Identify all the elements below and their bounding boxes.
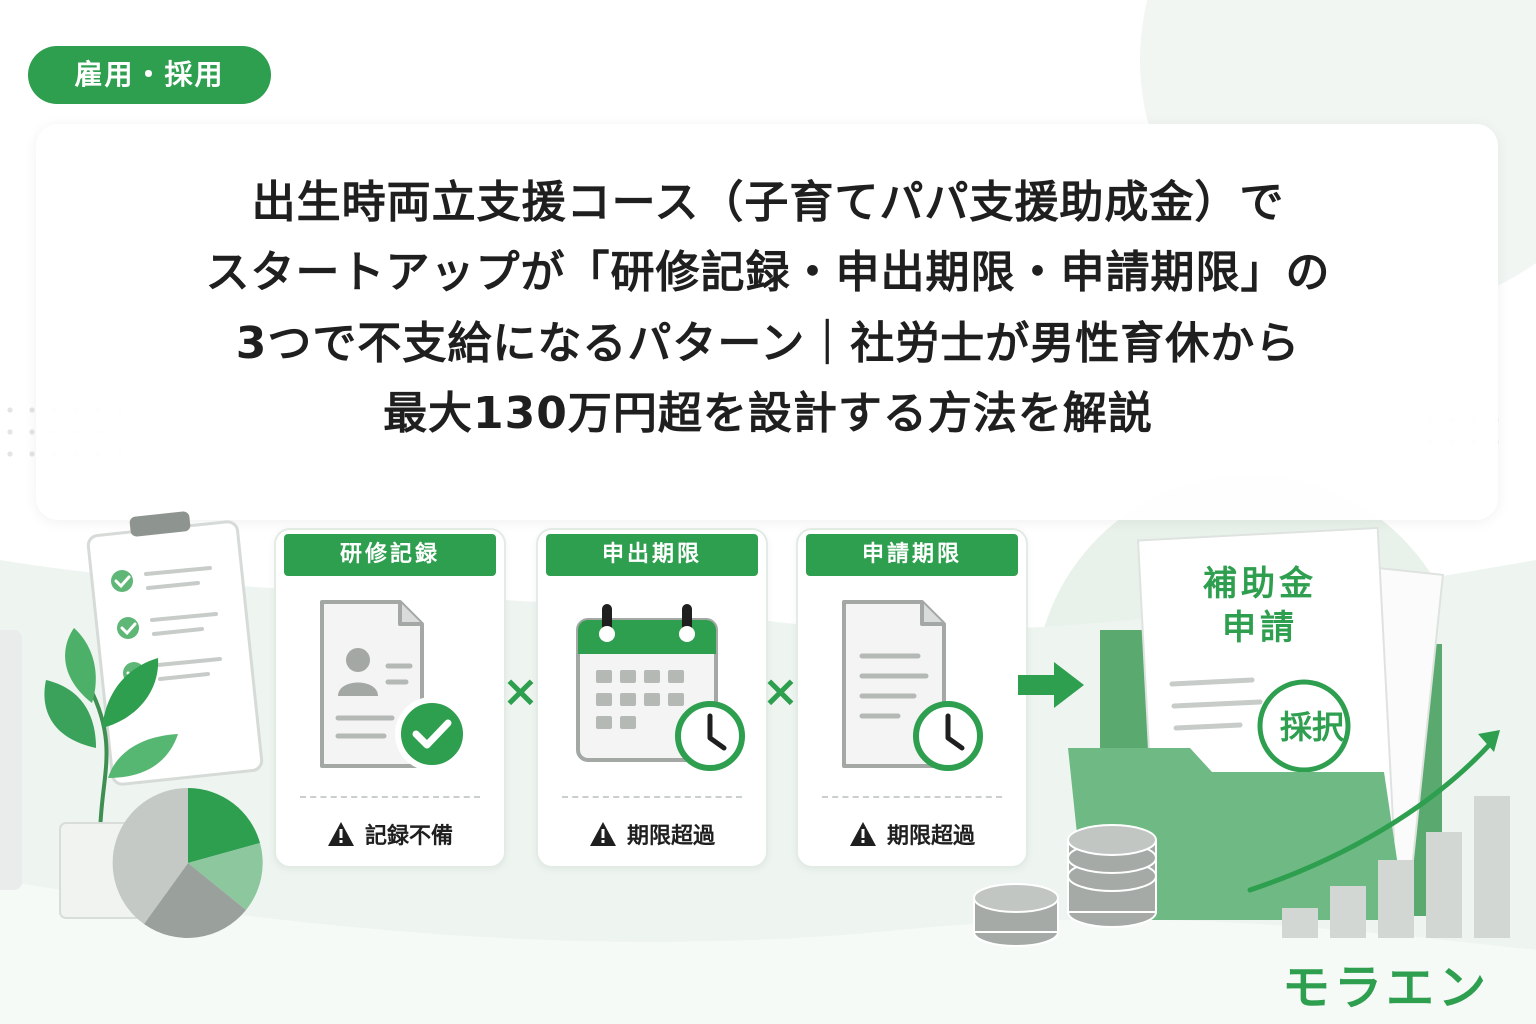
title-line-1: 出生時両立支援コース（子育てパパ支援助成金）で (251, 177, 1285, 228)
multiply-operator-2: × (762, 666, 799, 717)
subsidy-doc-title: 補助金 申請 (1180, 562, 1340, 650)
approval-stamp-text: 採択 (1279, 708, 1344, 746)
warning-icon (849, 822, 876, 846)
document-person-check-icon (320, 600, 469, 771)
card-divider (562, 796, 742, 798)
card-divider (822, 796, 1002, 798)
document-clock-icon (842, 600, 983, 771)
multiply-operator-1: × (502, 666, 539, 717)
title-line-4: 最大130万円超を設計する方法を解説 (383, 388, 1153, 440)
coins-icon (973, 824, 1157, 947)
clipboard-icon (86, 511, 264, 786)
card-header: 申出期限 (546, 534, 758, 576)
bar-chart-icon (1282, 796, 1510, 938)
clipboard-plant-pie-illustration (44, 511, 264, 938)
warning-icon (327, 822, 354, 846)
card-footer: 記録不備 (276, 818, 504, 850)
card-footer-text: 期限超過 (626, 824, 715, 849)
card-divider (300, 796, 480, 798)
calendar-clock-icon (576, 604, 745, 771)
trend-arrow-icon (1247, 730, 1500, 893)
title-line-3: 3つで不支給になるパターン｜社労士が男性育休から (235, 317, 1301, 369)
card-footer-text: 期限超過 (886, 824, 975, 849)
title-line-2: スタートアップが「研修記録・申出期限・申請期限」の (205, 247, 1331, 299)
pie-chart-icon (112, 787, 263, 938)
card-footer: 期限超過 (538, 818, 766, 850)
card-application-deadline: 申請期限 期限超過 (796, 528, 1028, 868)
arrow-right-icon (1018, 662, 1084, 708)
title-card (36, 124, 1498, 520)
card-notice-deadline: 申出期限 期限超過 (536, 528, 768, 868)
warning-icon (589, 822, 616, 846)
card-header: 研修記録 (284, 534, 496, 576)
card-footer: 期限超過 (798, 818, 1026, 850)
subsidy-doc-line-2: 申請 (1222, 608, 1298, 649)
brand-logo[interactable]: モラエン (1282, 960, 1491, 1016)
card-footer-text: 記録不備 (364, 824, 453, 849)
category-tag[interactable]: 雇用・採用 (28, 46, 271, 104)
subsidy-illustration (973, 526, 1510, 947)
card-training-records: 研修記録 記録不備 (274, 528, 506, 868)
approval-stamp-icon (1257, 679, 1351, 773)
card-header: 申請期限 (806, 534, 1018, 576)
page-title: 出生時両立支援コース（子育てパパ支援助成金）で スタートアップが「研修記録・申出… (60, 168, 1476, 450)
subsidy-doc-line-1: 補助金 (1203, 564, 1317, 604)
